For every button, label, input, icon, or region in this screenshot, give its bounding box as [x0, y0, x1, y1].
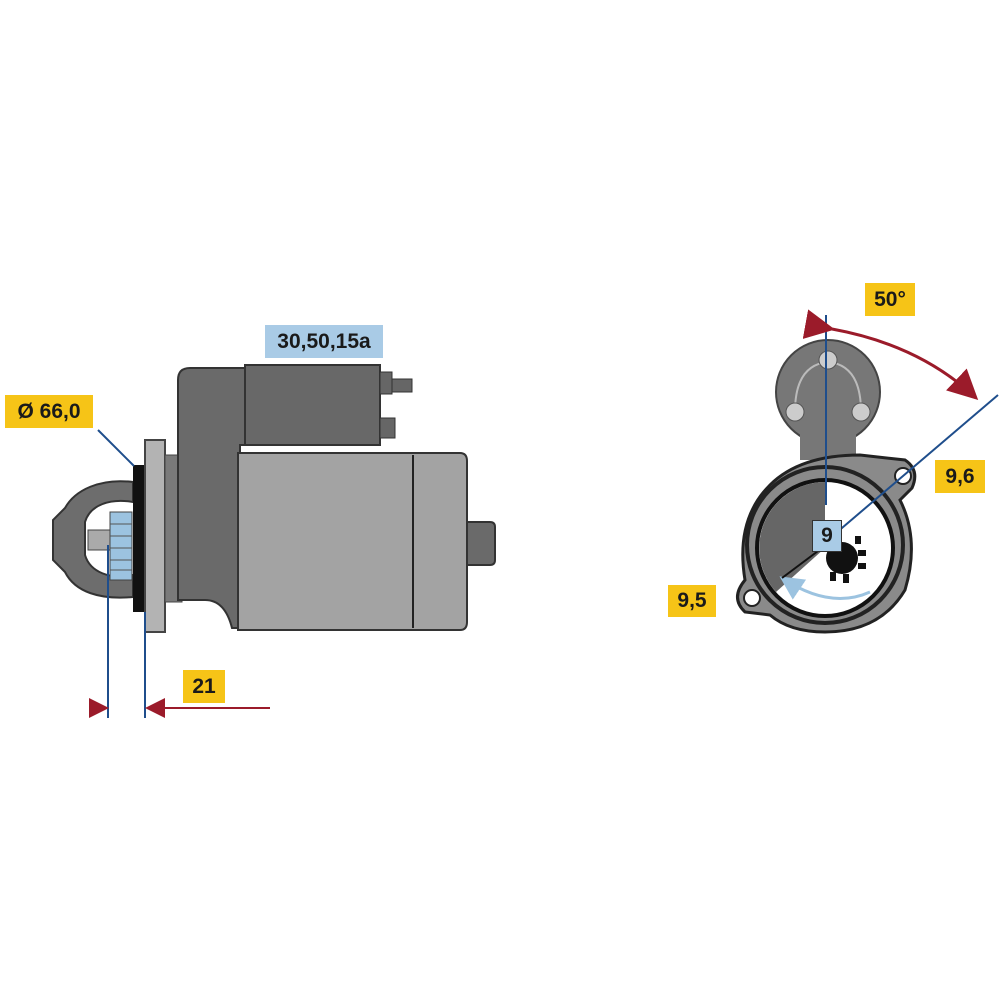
- terminal-stud: [391, 378, 413, 393]
- hole-bottom-label: 9,5: [668, 585, 716, 617]
- flange-plate: [144, 439, 166, 633]
- drive-nose: [52, 480, 134, 599]
- diameter-leader: [97, 429, 135, 467]
- cap-bolt: [785, 402, 805, 422]
- cap-neck: [800, 420, 856, 460]
- pinion: [109, 511, 133, 581]
- angle-arc: [802, 309, 979, 401]
- teeth-label: 9: [812, 520, 842, 552]
- diameter-label: Ø 66,0: [5, 395, 93, 428]
- solenoid: [244, 364, 381, 446]
- radius-line: [781, 547, 823, 579]
- bore-shadow: [759, 482, 825, 592]
- terminal-upper: [379, 371, 393, 395]
- angle-label: 50°: [865, 283, 915, 316]
- cap-bolt: [851, 402, 871, 422]
- hole-bottom: [743, 589, 761, 607]
- motor-housing: [237, 452, 468, 631]
- terminal-label: 30,50,15a: [265, 325, 383, 358]
- cap-bolt: [818, 350, 838, 370]
- flange-distance-label: 21: [183, 670, 225, 703]
- end-shaft: [466, 521, 496, 566]
- terminal-lower: [379, 417, 396, 439]
- solenoid-bracket: [177, 367, 246, 629]
- gasket: [133, 465, 145, 612]
- hole-top-label: 9,6: [935, 460, 985, 493]
- angle-axis-line: [821, 394, 999, 546]
- rotation-arrow: [779, 576, 871, 600]
- side-view: [52, 364, 496, 718]
